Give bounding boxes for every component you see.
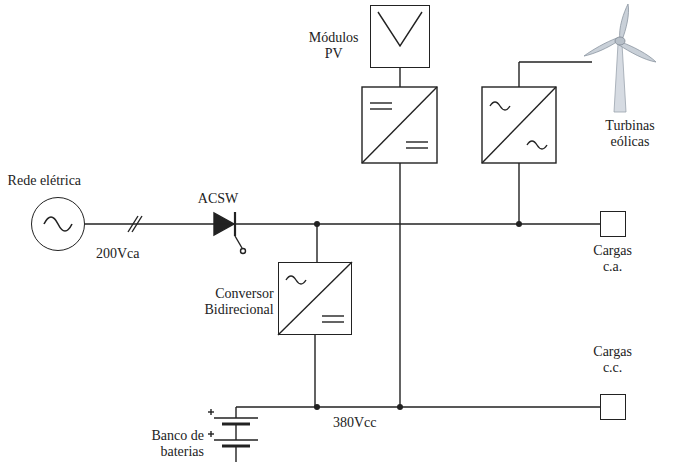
wind-turbine bbox=[584, 4, 656, 112]
node-label: Conversor Bidirecional bbox=[184, 286, 274, 318]
bus-wire bbox=[315, 335, 600, 407]
dc-load-box: Cargas c.c. bbox=[600, 394, 626, 420]
ac-load-box: Cargas c.a. bbox=[600, 211, 626, 237]
node-label: Módulos PV bbox=[302, 30, 366, 62]
turbine-label: Turbinas eólicas bbox=[592, 118, 668, 150]
battery-label: Banco de baterias bbox=[130, 428, 204, 460]
switch-label: ACSW bbox=[188, 191, 248, 207]
node-label: Cargas c.c. bbox=[583, 344, 643, 376]
pv-module: Módulos PV bbox=[370, 5, 430, 68]
node-label: Cargas c.a. bbox=[583, 243, 643, 275]
bus-wire bbox=[85, 223, 600, 224]
bidirectional-converter: Conversor Bidirecional bbox=[278, 262, 352, 335]
node-label: Rede elétrica bbox=[8, 173, 118, 189]
voltage-label: 380Vcc bbox=[333, 415, 403, 431]
grid-source: Rede elétrica bbox=[31, 197, 85, 251]
voltage-label: 200Vca bbox=[96, 246, 166, 262]
